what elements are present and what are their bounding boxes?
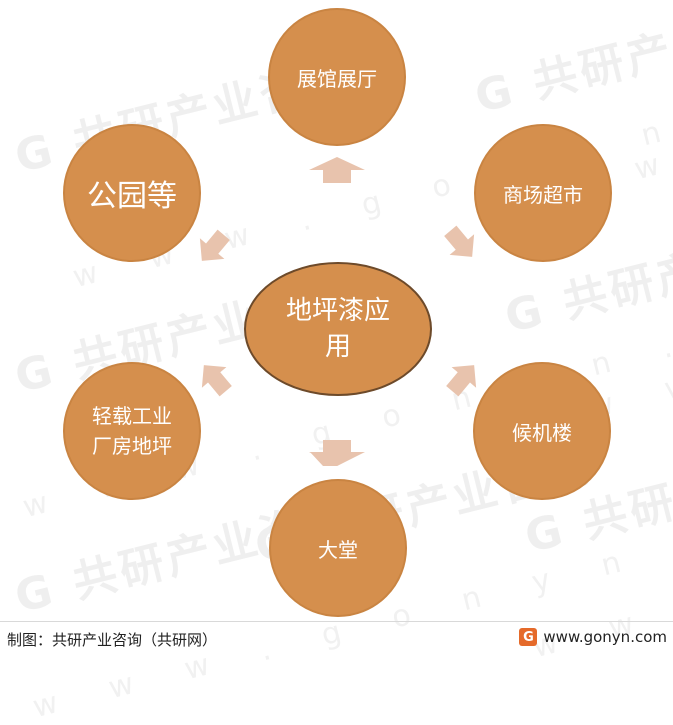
- node-hall-label: 大堂: [318, 537, 358, 562]
- arrow-upper-left: [199, 229, 230, 261]
- footer-source: 制图：共研产业咨询（共研网）: [7, 631, 218, 649]
- footer-divider: [0, 621, 673, 622]
- footer-url[interactable]: www.gonyn.com: [543, 628, 667, 646]
- node-park: 公园等: [63, 124, 201, 262]
- node-park-label: 公园等: [87, 179, 177, 214]
- node-factory-label-line1: 轻载工业: [92, 404, 172, 428]
- node-exhibition-label: 展馆展厅: [297, 66, 377, 91]
- arrow-down-body: [323, 440, 351, 452]
- center-node: 地坪漆应 用: [244, 262, 432, 396]
- arrow-up: [309, 157, 365, 183]
- node-factory-label-line2: 厂房地坪: [92, 434, 172, 458]
- node-exhibition: 展馆展厅: [268, 8, 406, 146]
- arrows-layer: [199, 157, 477, 466]
- node-mall: 商场超市: [474, 124, 612, 262]
- node-mall-label: 商场超市: [503, 182, 583, 207]
- arrow-lower-right: [446, 365, 477, 397]
- center-label-line1: 地坪漆应: [285, 296, 390, 326]
- arrow-lower-left: [201, 365, 232, 397]
- node-terminal: 候机楼: [473, 362, 611, 500]
- footer-brand: G www.gonyn.com: [519, 628, 667, 646]
- node-factory: 轻载工业 厂房地坪: [63, 362, 201, 500]
- node-hall: 大堂: [269, 479, 407, 617]
- center-label-line2: 用: [324, 332, 351, 362]
- arrow-down-head: [309, 452, 365, 466]
- gonyn-logo-icon: G: [519, 628, 538, 646]
- arrow-upper-right: [444, 225, 475, 257]
- node-terminal-label: 候机楼: [512, 420, 572, 445]
